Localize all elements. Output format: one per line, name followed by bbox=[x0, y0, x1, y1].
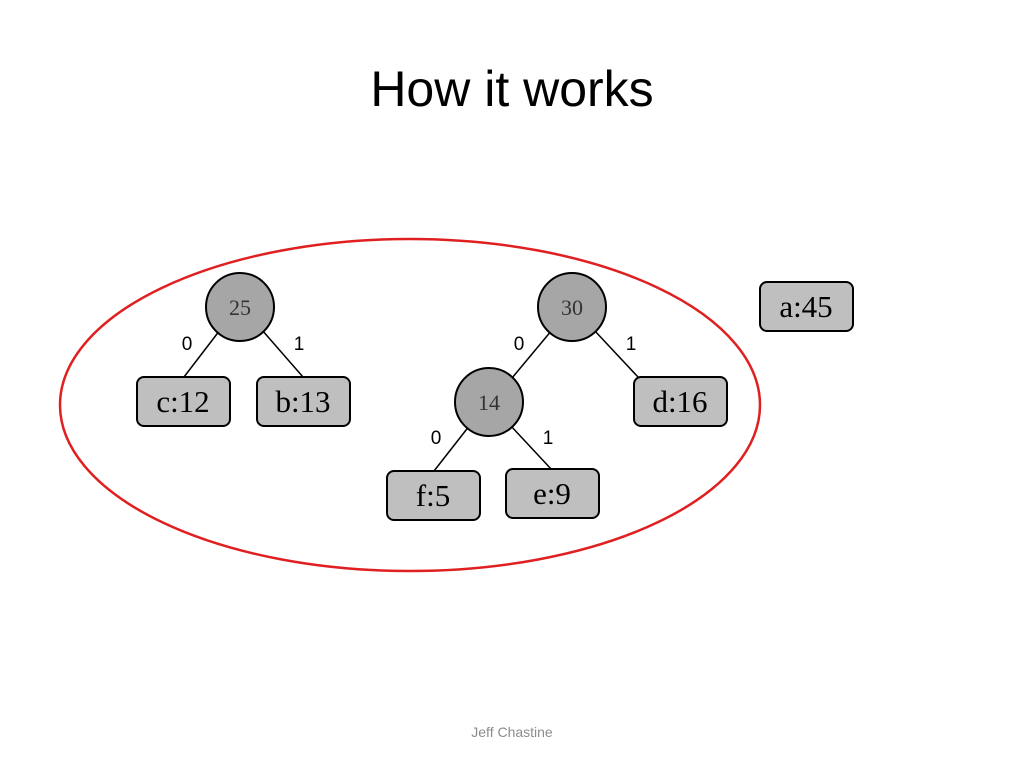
edge-30-to-d16 bbox=[593, 329, 639, 378]
leaf-b13-label: b:13 bbox=[275, 384, 330, 419]
node-25-label: 25 bbox=[229, 295, 251, 320]
leaf-d16-label: d:16 bbox=[652, 384, 707, 419]
edge-label-14-left: 0 bbox=[431, 428, 442, 449]
edge-14-to-f5 bbox=[433, 424, 471, 472]
leaf-a45-label: a:45 bbox=[779, 289, 832, 324]
leaf-d16 bbox=[633, 376, 728, 427]
node-14 bbox=[454, 367, 524, 437]
leaf-a45 bbox=[759, 281, 854, 332]
edge-label-25-left: 0 bbox=[182, 334, 193, 355]
leaf-f5 bbox=[386, 470, 481, 521]
highlight-ellipse bbox=[58, 237, 762, 573]
leaf-b13 bbox=[256, 376, 351, 427]
edge-label-14-right: 1 bbox=[543, 428, 554, 449]
leaf-c12-label: c:12 bbox=[156, 384, 209, 419]
node-30 bbox=[537, 272, 607, 342]
edge-30-to-14 bbox=[511, 329, 553, 379]
leaf-e9 bbox=[505, 468, 600, 519]
edge-25-to-b13 bbox=[261, 329, 304, 378]
node-25 bbox=[205, 272, 275, 342]
edge-25-to-c12 bbox=[183, 329, 221, 378]
leaf-c12 bbox=[136, 376, 231, 427]
node-14-label: 14 bbox=[478, 390, 500, 415]
leaf-f5-label: f:5 bbox=[416, 478, 450, 513]
edge-label-30-left: 0 bbox=[514, 334, 525, 355]
edge-14-to-e9 bbox=[509, 424, 553, 471]
leaf-e9-label: e:9 bbox=[533, 476, 571, 511]
slide-footer: Jeff Chastine bbox=[471, 724, 553, 740]
edge-label-25-right: 1 bbox=[294, 334, 305, 355]
node-30-label: 30 bbox=[561, 295, 583, 320]
slide-title: How it works bbox=[370, 61, 654, 117]
edge-label-30-right: 1 bbox=[626, 334, 637, 355]
